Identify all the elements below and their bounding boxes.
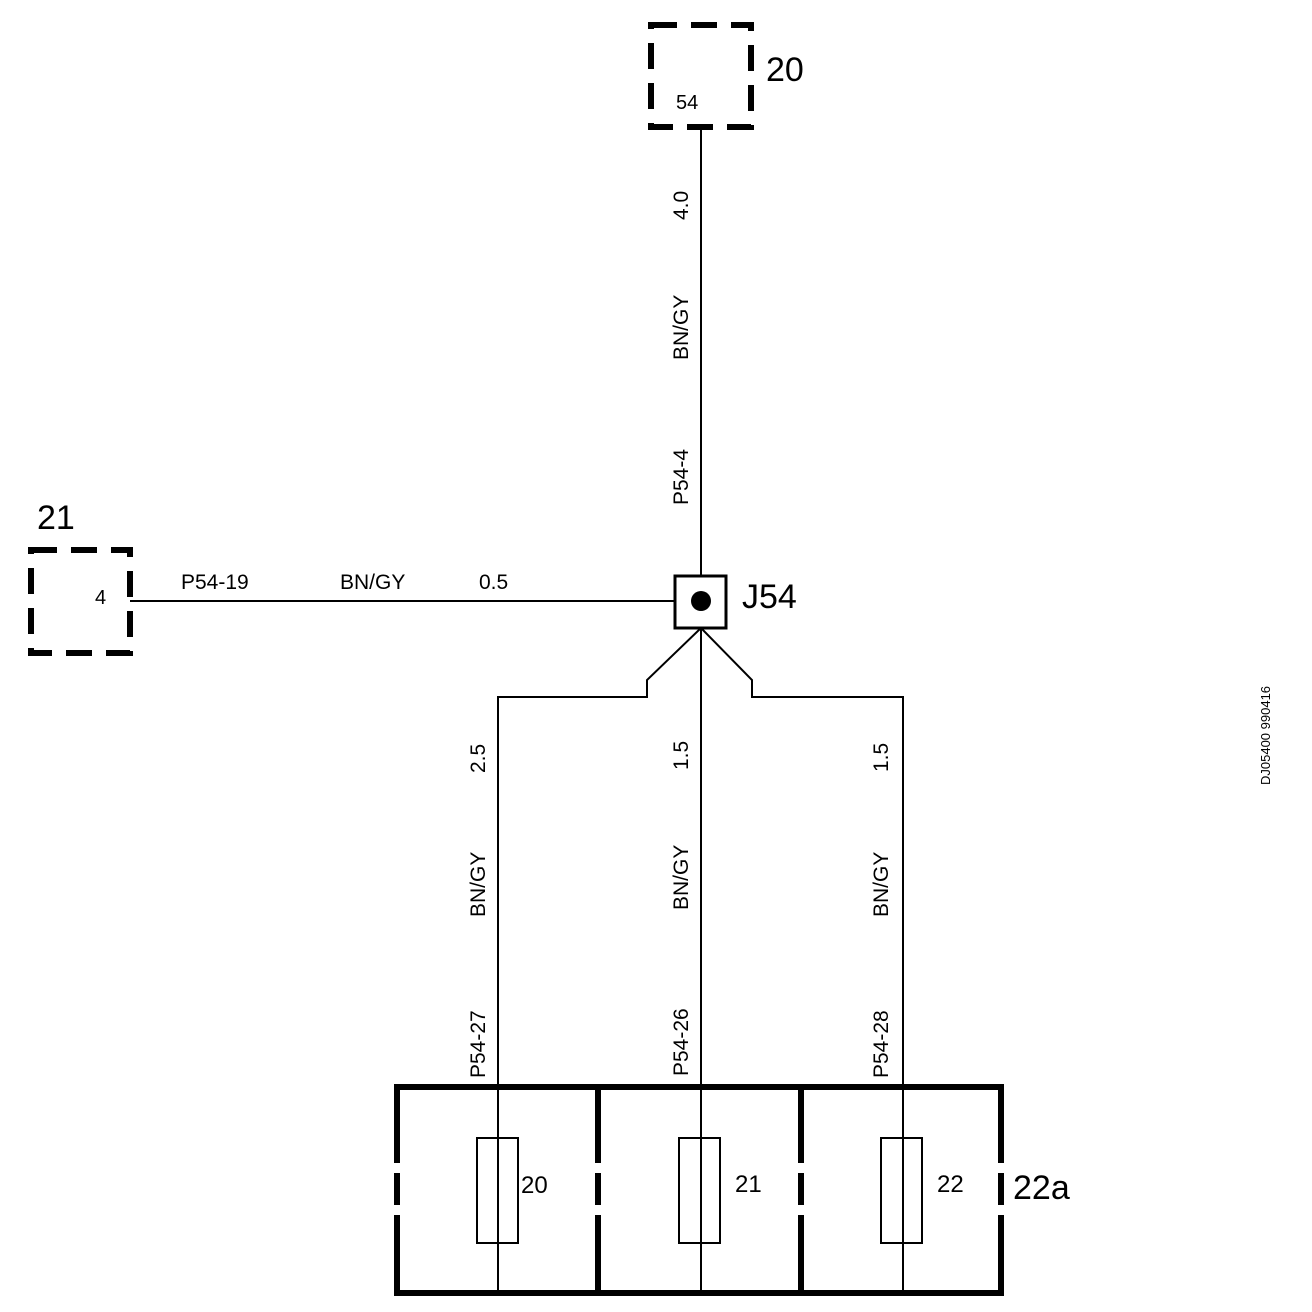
component-20-pin: 54 — [676, 92, 698, 114]
wire-branch-20-color: BN/GY — [467, 852, 490, 917]
fuse-box-label: 22a — [1013, 1169, 1070, 1207]
fuse-22 — [880, 1137, 923, 1244]
wire-branch-22 — [700, 627, 904, 1290]
component-20-box — [648, 22, 754, 130]
fuse-box — [394, 1084, 1004, 1296]
fuse-21 — [678, 1137, 721, 1244]
component-21-pin: 4 — [95, 587, 106, 609]
wire-branch-22-color: BN/GY — [870, 852, 893, 917]
wire-branch-22-size: 1.5 — [870, 743, 893, 772]
fuse-21-number: 21 — [735, 1171, 762, 1198]
component-20-number: 20 — [766, 51, 804, 89]
wire-branch-21-connector: P54-26 — [670, 1008, 693, 1076]
junction-dot — [691, 591, 711, 611]
document-code: DJ05400 990416 — [1258, 686, 1273, 785]
wire-branch-21-size: 1.5 — [670, 741, 693, 770]
wire-left-connector: P54-19 — [181, 571, 249, 594]
wire-left-color: BN/GY — [340, 571, 405, 594]
fuse-22-number: 22 — [937, 1171, 964, 1198]
wire-branch-20-size: 2.5 — [467, 744, 490, 773]
wire-branch-21-color: BN/GY — [670, 845, 693, 910]
component-21-box — [28, 547, 133, 656]
component-21-number: 21 — [37, 499, 75, 537]
wire-top-connector: P54-4 — [670, 449, 693, 505]
wire-branch-20-connector: P54-27 — [467, 1010, 490, 1078]
wire-top-color: BN/GY — [670, 295, 693, 360]
wire-branch-22-connector: P54-28 — [870, 1010, 893, 1078]
fuse-20-number: 20 — [521, 1172, 548, 1199]
wire-top-size: 4.0 — [670, 191, 693, 220]
wire-branch-20 — [497, 627, 702, 1290]
wire-left-size: 0.5 — [479, 571, 508, 594]
junction-label: J54 — [742, 578, 797, 616]
